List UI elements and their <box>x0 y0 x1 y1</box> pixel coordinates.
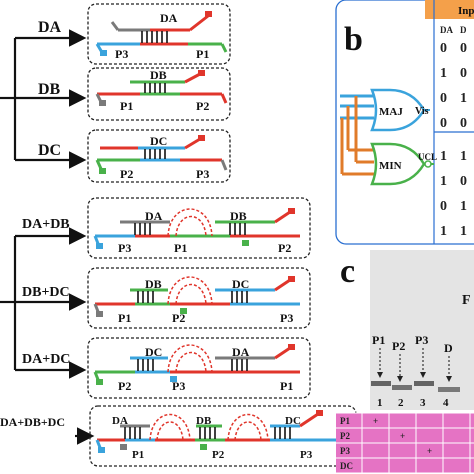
lane-4: 4 <box>443 397 449 409</box>
grid-mark: + <box>400 431 405 441</box>
complex-box-da-db-dc: DA DB DC P1 P2 P3 <box>89 405 357 467</box>
box7-label-p1: P1 <box>132 449 144 461</box>
box6-label-p3: P3 <box>172 379 185 393</box>
box4-label-p2: P2 <box>278 241 291 255</box>
truth-cell: 1 <box>440 66 447 81</box>
panel-c: c F P1 P2 P3 D 1 2 3 <box>336 250 474 474</box>
lane-2: 2 <box>398 397 404 409</box>
gate-min: MIN <box>379 160 402 172</box>
box1-label-p1: P1 <box>196 47 209 61</box>
box2-label-p1: P1 <box>120 99 133 113</box>
logic-circuit <box>340 88 434 186</box>
table-header-bg <box>425 0 474 19</box>
band-label-p1: P1 <box>372 333 385 347</box>
panel-a: DA DB DC DA+DB DB+DC DA+DC DA+DB+DC <box>0 3 357 467</box>
box4-label-p1: P1 <box>174 241 187 255</box>
truth-cell: 0 <box>440 199 447 214</box>
box5-label-p1: P1 <box>118 311 131 325</box>
grid-mark: + <box>373 416 378 426</box>
input-label-db: DB <box>38 81 61 98</box>
truth-cell: 0 <box>460 41 467 56</box>
box6-label-da: DA <box>232 345 250 359</box>
box7-label-db: DB <box>196 415 212 427</box>
input-label-da-db-dc: DA+DB+DC <box>0 415 65 429</box>
box7-label-p2: P2 <box>212 449 225 461</box>
grid-row-label: P1 <box>340 416 350 426</box>
box3-label-p3: P3 <box>196 167 209 181</box>
truth-cell: 1 <box>440 149 447 164</box>
panel-c-letter: c <box>340 253 355 290</box>
box7-label-p3: P3 <box>300 449 313 461</box>
box4-label-db: DB <box>230 209 247 223</box>
grid-row-label: P2 <box>340 431 350 441</box>
lane-3: 3 <box>420 397 426 409</box>
box3-label-p2: P2 <box>120 167 133 181</box>
table-col-d: D <box>460 25 467 35</box>
table-col-da: DA <box>440 25 453 35</box>
complex-box-db: DB P1 P2 <box>87 67 231 121</box>
complex-box-da-db: DA DB P3 P1 P2 <box>87 197 311 259</box>
truth-cell: 1 <box>460 149 467 164</box>
box1-label-p3: P3 <box>115 47 128 61</box>
output-vis: Vis <box>415 106 429 117</box>
box2-label-p2: P2 <box>196 99 209 113</box>
truth-cell: 0 <box>440 116 447 131</box>
grid-row-label: DC <box>340 461 353 471</box>
tree-top <box>0 29 87 169</box>
truth-cell: 0 <box>460 66 467 81</box>
box1-label-da: DA <box>160 11 178 25</box>
input-label-da: DA <box>38 19 62 36</box>
input-label-da-db: DA+DB <box>22 217 70 232</box>
box5-label-dc: DC <box>232 277 249 291</box>
box5-label-db: DB <box>145 277 162 291</box>
box5-label-p3: P3 <box>280 311 293 325</box>
band-label-d: D <box>444 341 453 355</box>
input-label-dc: DC <box>38 142 61 159</box>
lane-1: 1 <box>377 397 383 409</box>
input-label-da-dc: DA+DC <box>22 352 70 367</box>
truth-cell: 0 <box>440 91 447 106</box>
table-header: Inp <box>458 5 474 17</box>
gate-maj: MAJ <box>379 106 403 118</box>
truth-cell: 0 <box>440 41 447 56</box>
truth-cell: 0 <box>460 174 467 189</box>
complex-box-db-dc: DB DC P1 P2 P3 <box>87 267 311 329</box>
box6-label-p1: P1 <box>280 379 293 393</box>
box4-label-da: DA <box>145 209 163 223</box>
panel-b-letter: b <box>344 21 363 58</box>
complex-box-dc: DC P2 P3 <box>87 129 231 183</box>
box7-label-da: DA <box>112 415 128 427</box>
box5-label-p2: P2 <box>172 311 185 325</box>
truth-cell: 0 <box>460 116 467 131</box>
box6-label-p2: P2 <box>118 379 131 393</box>
input-label-db-dc: DB+DC <box>22 285 70 300</box>
truth-cell: 1 <box>460 199 467 214</box>
truth-cell: 1 <box>440 224 447 239</box>
band-label-p3: P3 <box>415 333 428 347</box>
box3-label-dc: DC <box>150 134 167 148</box>
box6-label-dc: DC <box>145 345 162 359</box>
box4-label-p3: P3 <box>118 241 131 255</box>
truth-cell: 1 <box>440 174 447 189</box>
complex-box-da: DA P3 P1 <box>87 3 231 65</box>
box7-label-dc: DC <box>285 415 301 427</box>
truth-cell: 1 <box>460 224 467 239</box>
grid-mark: + <box>427 446 432 456</box>
grid-row-label: P3 <box>340 446 350 456</box>
band-label-p2: P2 <box>392 339 405 353</box>
gel-bands <box>371 381 460 392</box>
output-ucl: UCL <box>418 152 437 162</box>
gel-side-label: F <box>462 293 471 308</box>
tree-bottom <box>0 227 95 445</box>
complex-box-da-dc: DC DA P2 P3 P1 <box>87 337 311 399</box>
box2-label-db: DB <box>150 68 167 82</box>
truth-cell: 1 <box>460 91 467 106</box>
